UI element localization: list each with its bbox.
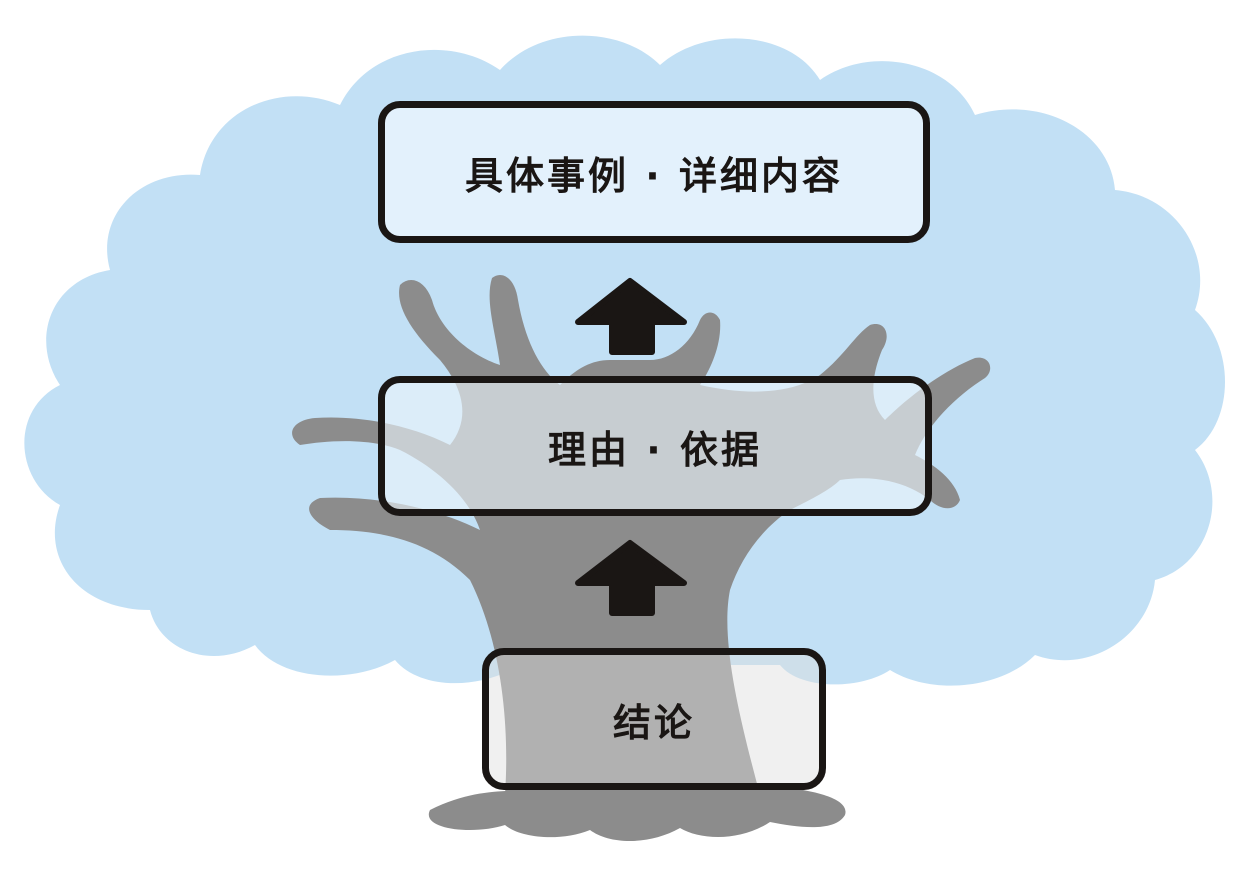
conclusion-box: 结论 [482,648,826,790]
arrow-up-icon-upper [575,278,687,355]
reasons-label: 理由 · 依据 [548,427,762,472]
details-label: 具体事例 · 详细内容 [465,153,843,198]
reasons-box: 理由 · 依据 [378,376,932,516]
arrow-up-icon-lower [575,540,687,616]
details-box: 具体事例 · 详细内容 [378,101,930,243]
conclusion-label: 结论 [612,700,695,745]
